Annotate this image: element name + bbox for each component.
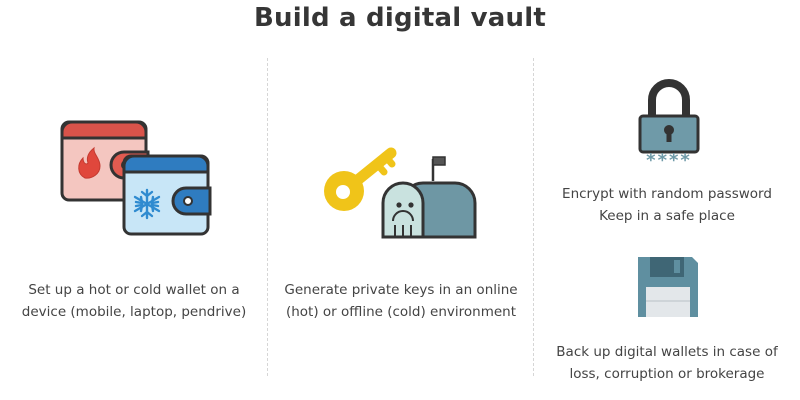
wallet-step-line-1: Set up a hot or cold wallet on a — [28, 282, 240, 298]
backup-step-line-2: loss, corruption or brokerage — [569, 366, 765, 382]
encrypt-step-line-1: Encrypt with random password — [562, 186, 772, 202]
page-title: Build a digital vault — [254, 3, 546, 33]
encrypt-step-line-2: Keep in a safe place — [599, 208, 735, 224]
password-mask: **** — [646, 150, 692, 171]
floppy-disk-icon — [638, 257, 698, 317]
padlock-password-icon — [638, 79, 700, 154]
wallet-step-line-2: device (mobile, laptop, pendrive) — [21, 304, 247, 320]
encrypt-step-caption: Encrypt with random password Keep in a s… — [534, 183, 800, 227]
keys-step-line-2: (hot) or offline (cold) environment — [285, 304, 517, 320]
column-divider-right — [533, 58, 534, 376]
wallet-step-caption: Set up a hot or cold wallet on a device … — [0, 279, 268, 323]
backup-step-caption: Back up digital wallets in case of loss,… — [534, 341, 800, 385]
keys-step-caption: Generate private keys in an online (hot)… — [268, 279, 534, 323]
column-divider-left — [267, 58, 268, 376]
hot-cold-wallets-icon — [60, 120, 212, 236]
key-mailbox-icon — [324, 147, 477, 239]
cold-wallet-icon — [122, 154, 212, 236]
padlock-icon — [638, 79, 700, 154]
backup-step-line-1: Back up digital wallets in case of — [556, 344, 778, 360]
mailbox-icon — [381, 156, 477, 239]
keys-step-line-1: Generate private keys in an online — [284, 282, 518, 298]
key-icon — [324, 147, 397, 211]
